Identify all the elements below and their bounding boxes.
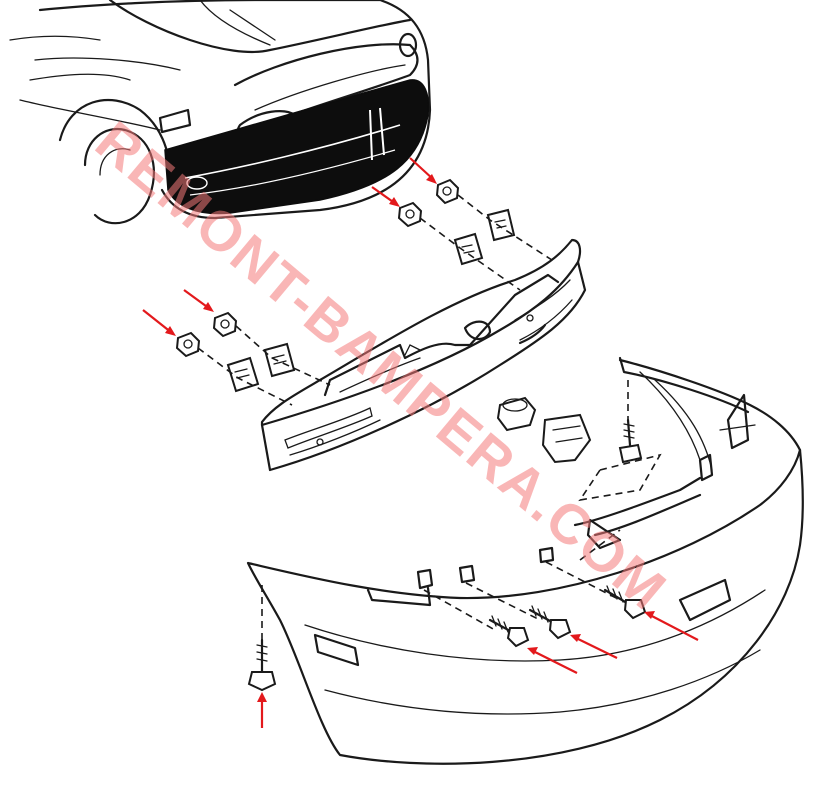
bottom-screw: [247, 638, 277, 692]
screw-middle: [618, 418, 643, 464]
nut-side-2: [175, 331, 201, 358]
bracket-clip: [541, 413, 592, 464]
bumper-screw-3: [603, 585, 647, 620]
arrow-side-nut-1: [183, 289, 214, 312]
arrow-top-nut-1: [409, 157, 437, 184]
bumper-screw-2: [528, 605, 572, 640]
bumper-screw-1: [488, 615, 530, 648]
bumper-cover: [246, 356, 804, 765]
nut-side-1: [212, 311, 238, 338]
arrow-bumper-screw-3: [644, 611, 699, 641]
nut-top-2: [397, 201, 423, 228]
arrow-bumper-screw-1: [527, 647, 578, 674]
clip-top-2: [453, 232, 484, 266]
clip-side-1: [263, 342, 296, 378]
car-rear: [9, 0, 432, 225]
nut-top-1: [435, 178, 460, 205]
arrow-bumper-screw-2: [570, 634, 618, 659]
bumper-reinforcement-beam: [260, 238, 587, 472]
arrow-top-nut-2: [371, 186, 400, 207]
arrow-side-nut-2: [142, 309, 176, 336]
push-clip: [496, 396, 537, 432]
clip-side-2: [226, 356, 260, 393]
arrow-bottom-screw: [257, 692, 267, 728]
clip-top-1: [486, 208, 516, 242]
